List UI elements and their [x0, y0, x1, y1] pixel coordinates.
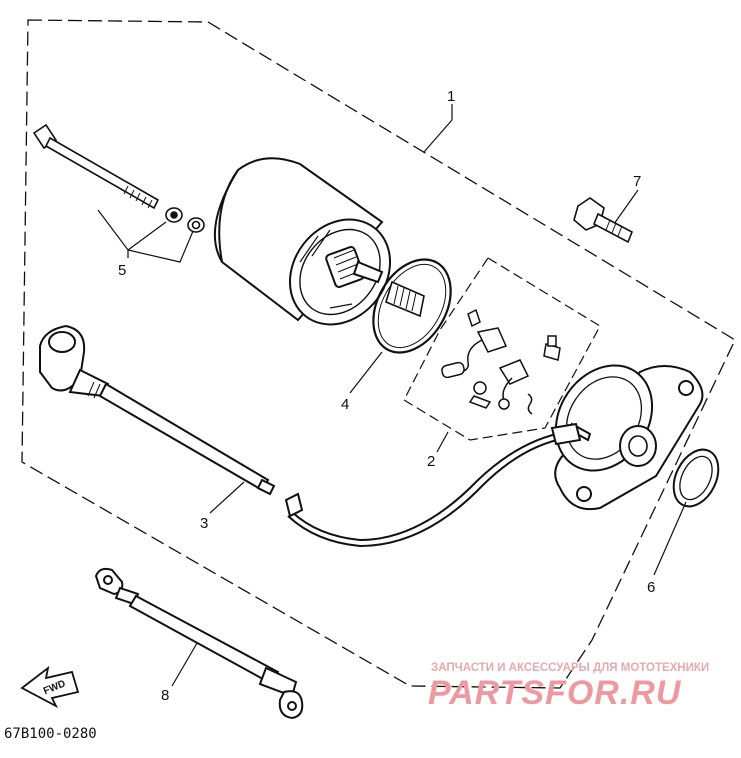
washers	[165, 207, 205, 233]
watermark-logo: PARTSFOR.RU	[428, 674, 682, 712]
o-ring	[372, 258, 452, 354]
starter-motor	[213, 157, 392, 326]
callout-5: 5	[118, 262, 126, 279]
callout-7: 7	[633, 173, 641, 190]
callout-6: 6	[647, 579, 655, 596]
callout-numbers: 1 2 3 4 5 6 7 8	[118, 88, 655, 704]
assembly-outline	[21, 19, 736, 689]
callout-2: 2	[427, 453, 435, 470]
motor-lead-cable	[284, 422, 582, 548]
forward-arrow: FWD	[20, 665, 80, 709]
long-bolt	[32, 123, 160, 210]
starter-cable	[39, 324, 276, 496]
brush-set-outline	[403, 257, 601, 441]
short-bolt	[573, 197, 634, 244]
callout-4: 4	[341, 396, 349, 413]
watermark-caption: ЗАПЧАСТИ И АКСЕССУАРЫ ДЛЯ МОТОТЕХНИКИ	[431, 662, 709, 674]
diagram-code: 67B100-0280	[4, 726, 97, 742]
watermark: ЗАПЧАСТИ И АКСЕССУАРЫ ДЛЯ МОТОТЕХНИКИ PA…	[428, 662, 709, 712]
leader-lines	[97, 104, 687, 687]
callout-1: 1	[447, 88, 455, 105]
battery-lead	[94, 567, 304, 720]
end-cover	[554, 364, 704, 510]
seal-ring	[672, 448, 720, 508]
callout-8: 8	[161, 687, 169, 704]
callout-3: 3	[200, 515, 208, 532]
brush-parts	[441, 308, 561, 415]
